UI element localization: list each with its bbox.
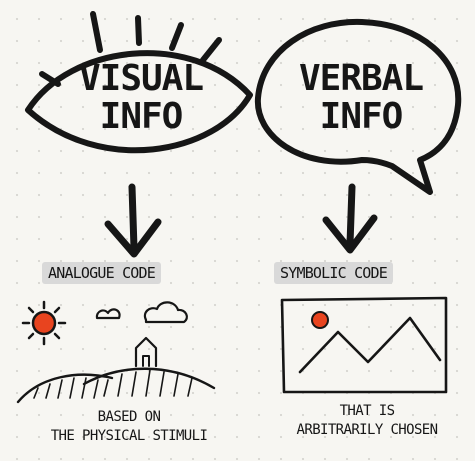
visual-title-line2: INFO [99, 96, 184, 137]
eye-icon [25, 11, 253, 154]
arrow-down-left-icon [104, 183, 162, 258]
visual-info-title: VISUAL INFO [56, 60, 226, 136]
visual-title-line1: VISUAL [78, 58, 204, 99]
cloud-large-icon [143, 301, 188, 324]
analogue-caption: BASED ON THE PHYSICAL STIMULI [14, 408, 244, 446]
symbolic-code-label: SYMBOLIC CODE [274, 262, 394, 284]
hills-icon [16, 367, 216, 404]
cloud-small-icon [95, 308, 121, 320]
speech-bubble-icon [254, 18, 462, 195]
symbolic-caption: THAT IS ARBITRARILY CHOSEN [262, 402, 472, 440]
symbolic-caption-line2: ARBITRARILY CHOSEN [296, 422, 439, 438]
sun-icon [21, 300, 67, 346]
verbal-title-line2: INFO [319, 96, 404, 137]
analogue-code-label: ANALOGUE CODE [42, 262, 162, 284]
arrow-down-right-icon [322, 183, 378, 254]
verbal-title-line1: VERBAL [298, 58, 424, 99]
symbolic-caption-line1: THAT IS [339, 403, 395, 419]
analogue-caption-line1: BASED ON [97, 409, 161, 425]
image-placeholder-icon [280, 296, 448, 394]
house-icon [134, 336, 158, 368]
analogue-caption-line2: THE PHYSICAL STIMULI [50, 428, 208, 444]
verbal-info-title: VERBAL INFO [276, 60, 446, 136]
